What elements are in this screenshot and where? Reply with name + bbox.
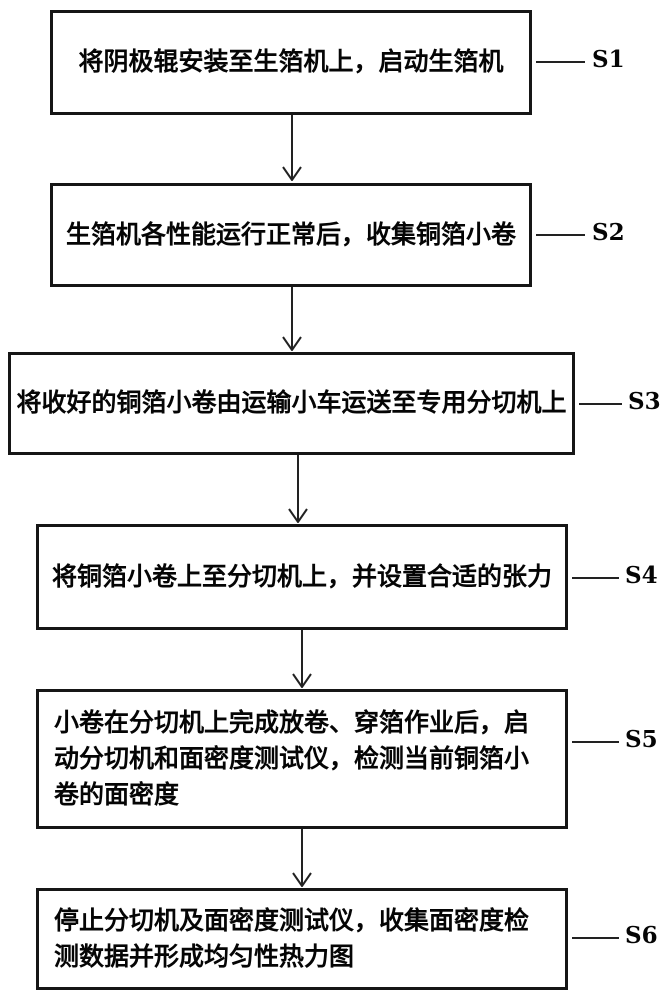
step-box-s4: 将铜箔小卷上至分切机上，并设置合适的张力: [36, 524, 568, 630]
label-connector-s3: [579, 403, 622, 405]
step-label-s2: S2: [592, 219, 625, 246]
label-connector-s4: [572, 577, 619, 579]
step-box-s6: 停止分切机及面密度测试仪，收集面密度检测数据并形成均匀性热力图: [36, 888, 568, 990]
label-connector-s1: [536, 61, 585, 63]
step-label-s1: S1: [592, 46, 625, 73]
label-connector-s2: [536, 234, 585, 236]
down-arrow-icon: [280, 115, 304, 181]
label-connector-s5: [572, 741, 619, 743]
step-box-s5: 小卷在分切机上完成放卷、穿箔作业后，启动分切机和面密度测试仪，检测当前铜箔小卷的…: [36, 689, 568, 829]
step-box-s3: 将收好的铜箔小卷由运输小车运送至专用分切机上: [8, 352, 575, 455]
step-label-s6: S6: [625, 922, 658, 949]
down-arrow-icon: [290, 829, 314, 887]
label-connector-s6: [572, 937, 619, 939]
step-text-s5: 小卷在分切机上完成放卷、穿箔作业后，启动分切机和面密度测试仪，检测当前铜箔小卷的…: [54, 707, 530, 810]
down-arrow-icon: [280, 287, 304, 351]
down-arrow-icon: [286, 455, 310, 523]
step-box-s2: 生箔机各性能运行正常后，收集铜箔小卷: [50, 183, 532, 287]
down-arrow-icon: [290, 630, 314, 688]
step-text-s3: 将收好的铜箔小卷由运输小车运送至专用分切机上: [16, 388, 567, 418]
step-text-s1: 将阴极辊安装至生箔机上，启动生箔机: [78, 47, 504, 77]
step-box-s1: 将阴极辊安装至生箔机上，启动生箔机: [50, 10, 532, 115]
step-text-s4: 将铜箔小卷上至分切机上，并设置合适的张力: [51, 561, 552, 591]
step-text-s2: 生箔机各性能运行正常后，收集铜箔小卷: [65, 219, 516, 249]
step-label-s4: S4: [625, 562, 658, 589]
step-text-s6: 停止分切机及面密度测试仪，收集面密度检测数据并形成均匀性热力图: [54, 905, 530, 971]
step-label-s5: S5: [625, 726, 658, 753]
step-label-s3: S3: [628, 388, 661, 415]
